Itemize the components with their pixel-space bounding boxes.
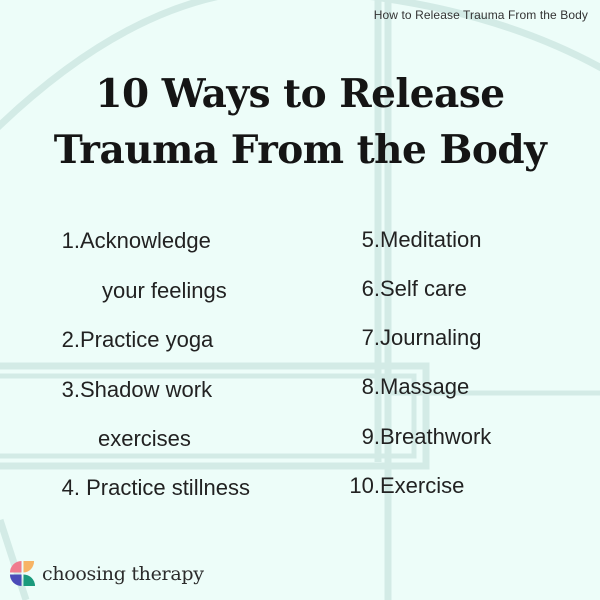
list-item: 5.Meditation (270, 227, 482, 253)
brand-logo: choosing therapy (9, 560, 204, 587)
title-line-1: 10 Ways to Release (95, 71, 505, 117)
page-title: 10 Ways to Release Trauma From the Body (0, 66, 600, 178)
list-number: 10. (349, 473, 380, 498)
list-item: 6.Self care (270, 276, 467, 302)
title-line-2: Trauma From the Body (53, 127, 547, 173)
list-text: Shadow work (80, 377, 213, 402)
list-item: 1.Acknowledge (0, 228, 211, 254)
list-text: Journaling (380, 325, 482, 350)
list-text: Acknowledge (80, 228, 211, 253)
list-number: 6. (361, 276, 380, 301)
list-number: 2. (61, 327, 80, 352)
list-item: 9.Breathwork (270, 424, 492, 450)
header-caption: How to Release Trauma From the Body (373, 8, 588, 22)
choosing-therapy-logo-icon (9, 560, 36, 587)
brand-name: choosing therapy (42, 562, 204, 585)
list-text: Practice stillness (80, 475, 250, 500)
list-number: 4. (61, 475, 80, 500)
list-item-continuation: exercises (98, 426, 191, 451)
list-text: Exercise (380, 473, 465, 498)
list-item-continuation: your feelings (102, 278, 227, 303)
list-number: 8. (361, 374, 380, 399)
list-number: 7. (361, 325, 380, 350)
list-text: Massage (380, 374, 470, 399)
list-text: Breathwork (380, 424, 492, 449)
list-text: Practice yoga (80, 327, 214, 352)
list-item: 3.Shadow work (0, 377, 212, 403)
list-item: 8.Massage (270, 374, 470, 400)
decorative-arc (0, 0, 600, 131)
list-number: 5. (361, 227, 380, 252)
list-item: 4. Practice stillness (0, 475, 250, 501)
list-number: 3. (61, 377, 80, 402)
list-number: 9. (361, 424, 380, 449)
list-text: Meditation (380, 227, 482, 252)
list-text: Self care (380, 276, 467, 301)
list-item: 7.Journaling (270, 325, 482, 351)
list-item: 2.Practice yoga (0, 327, 214, 353)
list-number: 1. (61, 228, 80, 253)
list-item: 10.Exercise (270, 473, 464, 499)
